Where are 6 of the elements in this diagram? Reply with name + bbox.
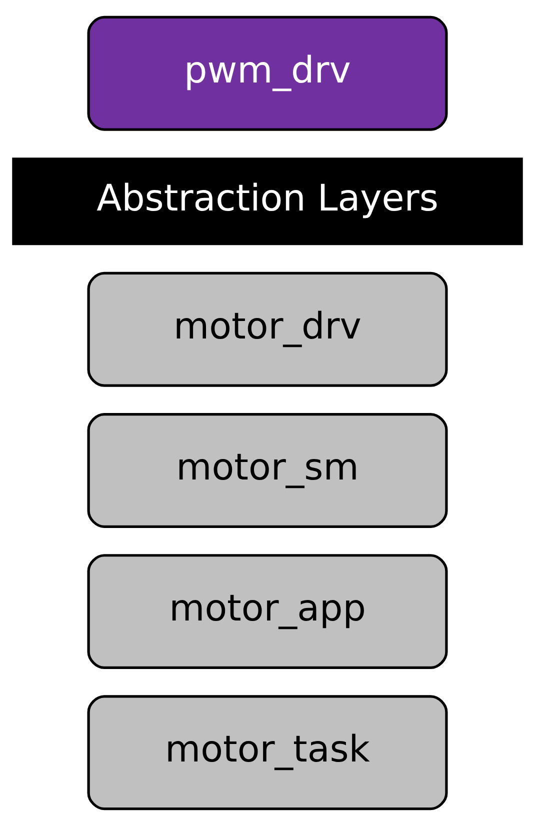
- node-box: motor_sm: [87, 412, 448, 528]
- node-box: motor_drv: [87, 271, 448, 386]
- node-box: motor_app: [87, 554, 448, 668]
- node-box: Abstraction Layers: [12, 157, 523, 245]
- node-box: motor_task: [87, 694, 448, 810]
- node-box: pwm_drv: [87, 15, 448, 130]
